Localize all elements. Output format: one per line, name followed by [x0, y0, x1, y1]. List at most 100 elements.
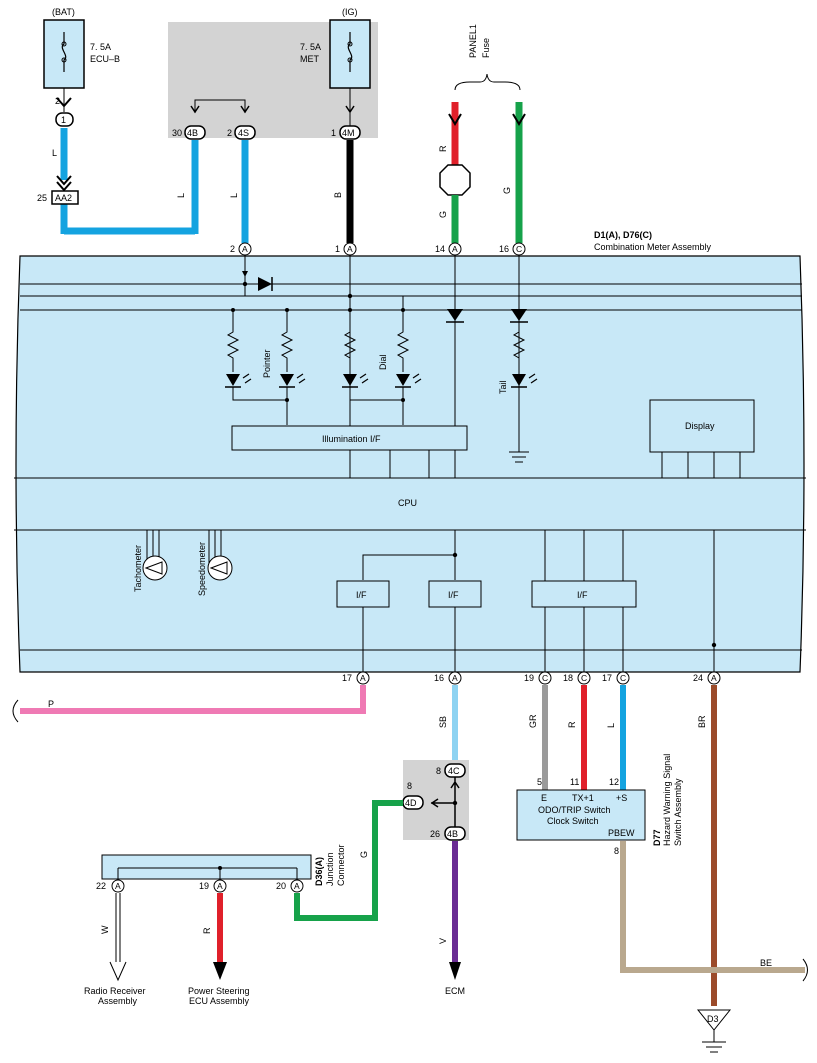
connector-aa2-label: AA2 [55, 193, 72, 203]
svg-text:A: A [360, 673, 366, 683]
wire-l-3: L [229, 193, 239, 198]
junction-id: D36(A) [314, 857, 324, 886]
svg-text:C: C [516, 244, 522, 254]
display-block [649, 399, 755, 453]
fuse-met-box [329, 19, 371, 89]
bat-label: (BAT) [52, 7, 75, 17]
radio-label-1: Radio Receiver [84, 986, 146, 996]
fuse-met-amp: 7. 5A [300, 42, 321, 52]
svg-text:A: A [452, 244, 458, 254]
c4m-pin-num: 1 [331, 128, 336, 138]
fuse-ecu-b-icon [61, 32, 67, 72]
svg-text:A: A [452, 673, 458, 683]
svg-text:18: 18 [563, 673, 573, 683]
svg-text:16: 16 [434, 673, 444, 683]
aa2-pin-num: 25 [37, 193, 47, 203]
illumination-leds [225, 308, 538, 463]
wire-r: R [438, 145, 448, 152]
svg-text:17: 17 [602, 673, 612, 683]
svg-text:A: A [115, 881, 121, 891]
hazard-switch-block [516, 789, 646, 841]
wire-w: W [100, 925, 110, 934]
svg-text:A: A [294, 881, 300, 891]
meter-top-pins: 2 A 1 A 14 A 16 C [230, 242, 526, 256]
wire-l-1: L [52, 148, 57, 158]
if-block-1 [336, 580, 390, 608]
connector-4b-top-label: 4B [187, 128, 198, 138]
svg-text:5: 5 [537, 777, 542, 787]
meter-id: D1(A), D76(C) [594, 230, 652, 240]
svg-text:19: 19 [524, 673, 534, 683]
svg-text:ODO/TRIP Switch: ODO/TRIP Switch [538, 805, 610, 815]
ecm-label: ECM [445, 986, 465, 996]
speedometer-icon [207, 530, 233, 581]
wire-be: BE [760, 958, 772, 968]
svg-text:A: A [347, 244, 353, 254]
svg-text:4D: 4D [405, 798, 417, 808]
svg-text:PBEW: PBEW [608, 828, 635, 838]
connector-4b-bottom [444, 826, 466, 841]
dial-label: Dial [378, 354, 388, 370]
wire-b: B [333, 192, 343, 198]
c4b-pin-num: 30 [172, 128, 182, 138]
wire-be-line [620, 841, 805, 973]
switch-id: D77 [652, 829, 662, 846]
connector-4b-top [184, 125, 206, 140]
wire-l-2: L [176, 193, 186, 198]
fuse-octagon-icon [439, 164, 471, 196]
svg-text:19: 19 [199, 881, 209, 891]
svg-text:4B: 4B [447, 829, 458, 839]
svg-text:+S: +S [616, 793, 627, 803]
wire-r-3: R [202, 927, 212, 934]
svg-text:11: 11 [570, 777, 579, 787]
cpu-label: CPU [398, 498, 417, 508]
ps-label-2: ECU Assembly [189, 996, 250, 1006]
tachometer-icon [142, 530, 168, 581]
panel-fuse-label-2: Fuse [481, 38, 491, 58]
radio-label-2: Assembly [98, 996, 138, 1006]
wire-r-2: R [567, 721, 577, 728]
panel-fuse-label-1: PANEL1 [468, 24, 478, 58]
svg-text:22: 22 [96, 881, 106, 891]
wire-v: V [438, 938, 448, 944]
pointer-label: Pointer [262, 349, 272, 378]
meter-bottom-pins: 17 A 16 A 19 C 18 C 17 C 24 A [342, 671, 721, 685]
svg-text:I/F: I/F [356, 590, 367, 600]
speedometer-label: Speedometer [197, 542, 207, 596]
connector-4m-label: 4M [342, 128, 355, 138]
svg-text:4C: 4C [448, 766, 460, 776]
svg-text:16: 16 [499, 244, 509, 254]
meter-name: Combination Meter Assembly [594, 242, 712, 252]
fuse-met-name: MET [300, 54, 320, 64]
junction-name-1: Junction [325, 852, 335, 886]
svg-text:8: 8 [407, 781, 412, 791]
tail-label: Tail [498, 380, 508, 394]
met-box-link [194, 99, 246, 113]
illumination-if-block [231, 425, 468, 451]
svg-text:1: 1 [335, 244, 340, 254]
svg-text:24: 24 [693, 673, 703, 683]
display-label: Display [685, 421, 715, 431]
combination-meter-body [15, 255, 805, 673]
connector-1 [55, 112, 74, 127]
tail-diode-icon [447, 309, 463, 321]
svg-text:20: 20 [276, 881, 286, 891]
svg-text:I/F: I/F [577, 590, 588, 600]
svg-text:E: E [541, 793, 547, 803]
svg-text:26: 26 [430, 829, 440, 839]
svg-text:2: 2 [230, 244, 235, 254]
switch-name-1: Hazard Warning Signal [662, 754, 672, 846]
svg-text:A: A [711, 673, 717, 683]
wire-p: P [48, 699, 54, 709]
svg-text:17: 17 [342, 673, 352, 683]
fuse-ecu-b-name: ECU–B [90, 54, 120, 64]
svg-text:Clock Switch: Clock Switch [547, 816, 599, 826]
wire-p-line [20, 685, 366, 714]
illumination-if-label: Illumination I/F [322, 434, 381, 444]
svg-text:14: 14 [435, 244, 445, 254]
switch-name-2: Switch Assembly [673, 778, 683, 846]
ground-d3-icon [696, 1009, 732, 1031]
connector-1-label: 1 [61, 115, 66, 125]
svg-text:8: 8 [436, 766, 441, 776]
svg-text:TX+1: TX+1 [572, 793, 594, 803]
